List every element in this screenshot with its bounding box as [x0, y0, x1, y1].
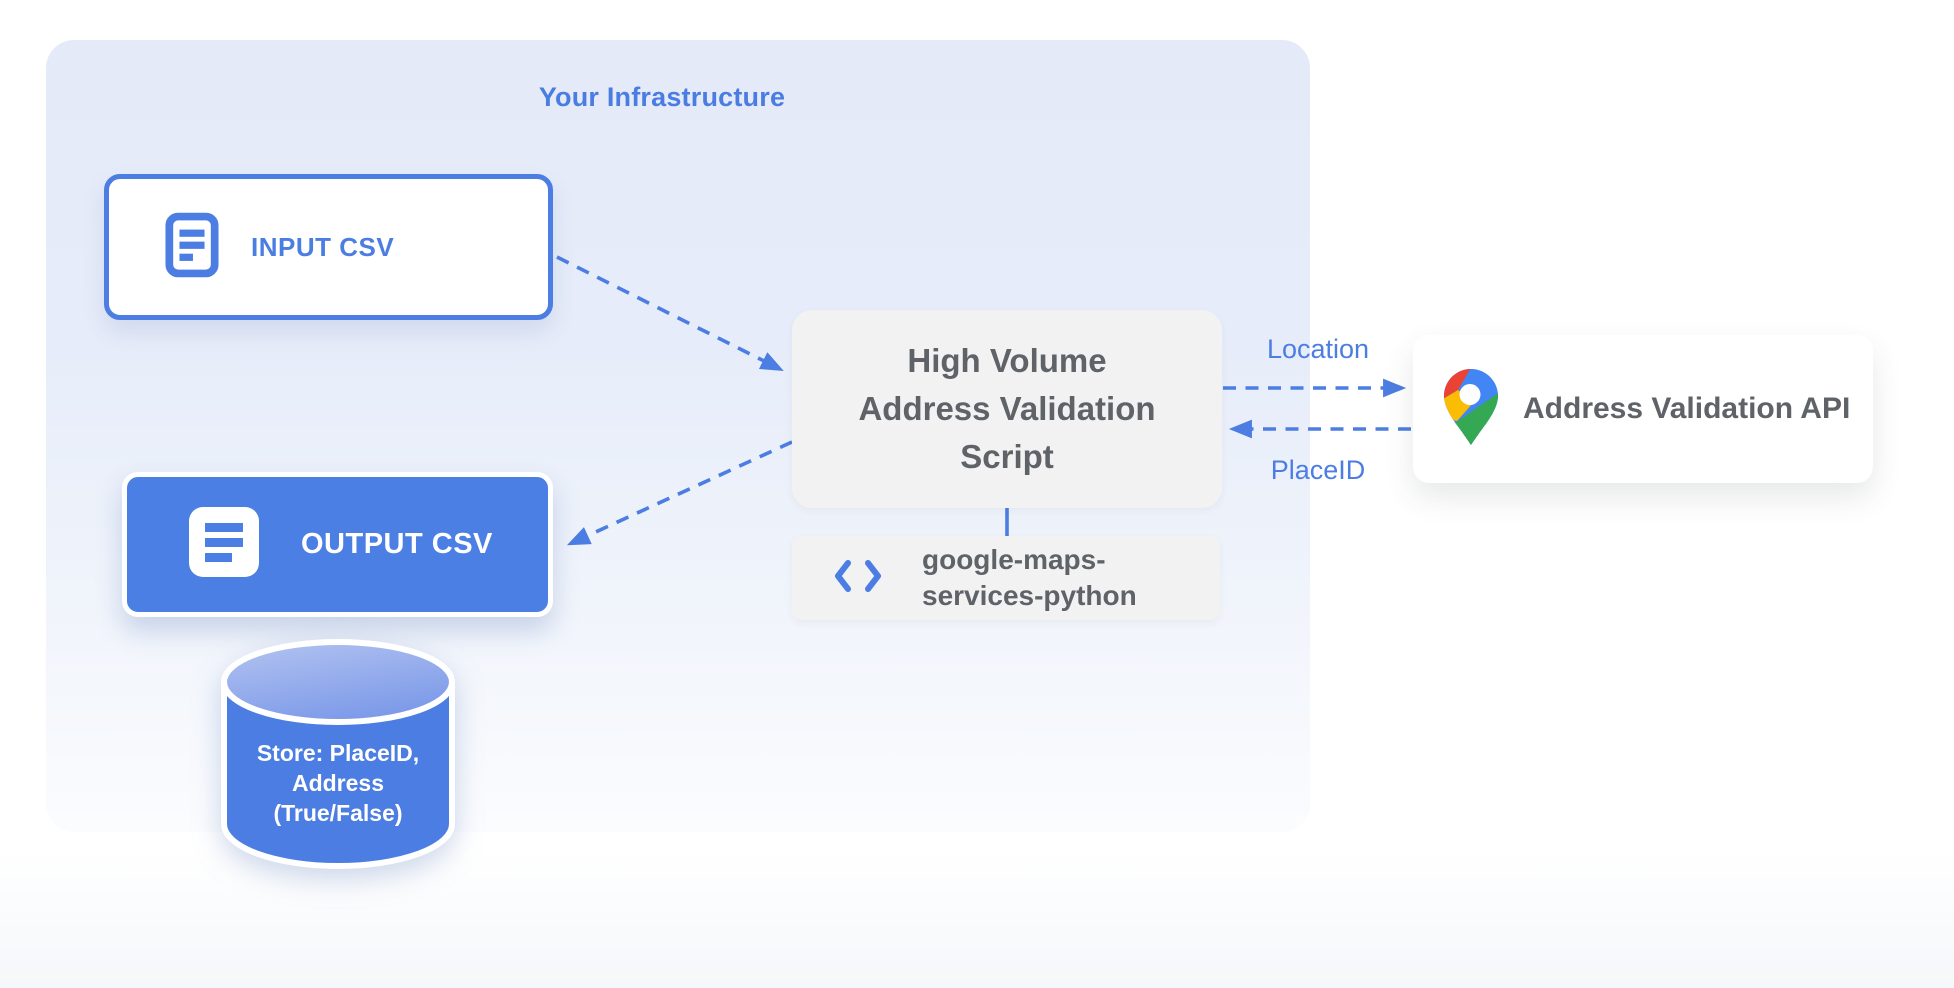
validation-script-label: High Volume Address Validation Script — [858, 342, 1156, 475]
input-csv-node: INPUT CSV — [104, 174, 553, 320]
input-csv-label: INPUT CSV — [251, 231, 395, 262]
output-csv-label: OUTPUT CSV — [301, 528, 493, 560]
datastore-label: Store: PlaceID, Address (True/False) — [256, 740, 420, 826]
code-icon — [834, 559, 882, 598]
library-label: google-maps- services-python — [922, 544, 1137, 611]
placeid-edge-label: PlaceID — [1270, 455, 1366, 485]
address-validation-api-node: Address Validation API — [1413, 335, 1873, 483]
validation-script-node: High Volume Address Validation Script — [792, 310, 1222, 508]
library-node: google-maps- services-python — [792, 536, 1220, 620]
address-validation-api-label: Address Validation API — [1523, 392, 1851, 425]
infrastructure-title: Your Infrastructure — [538, 82, 786, 112]
location-edge-label: Location — [1266, 334, 1370, 364]
document-outline-icon — [165, 212, 219, 283]
google-maps-pin-icon — [1443, 368, 1499, 451]
output-csv-node: OUTPUT CSV — [122, 472, 553, 617]
document-filled-icon — [189, 507, 259, 582]
datastore-cylinder: Store: PlaceID, Address (True/False) — [218, 638, 458, 872]
cylinder-shape — [221, 639, 455, 869]
